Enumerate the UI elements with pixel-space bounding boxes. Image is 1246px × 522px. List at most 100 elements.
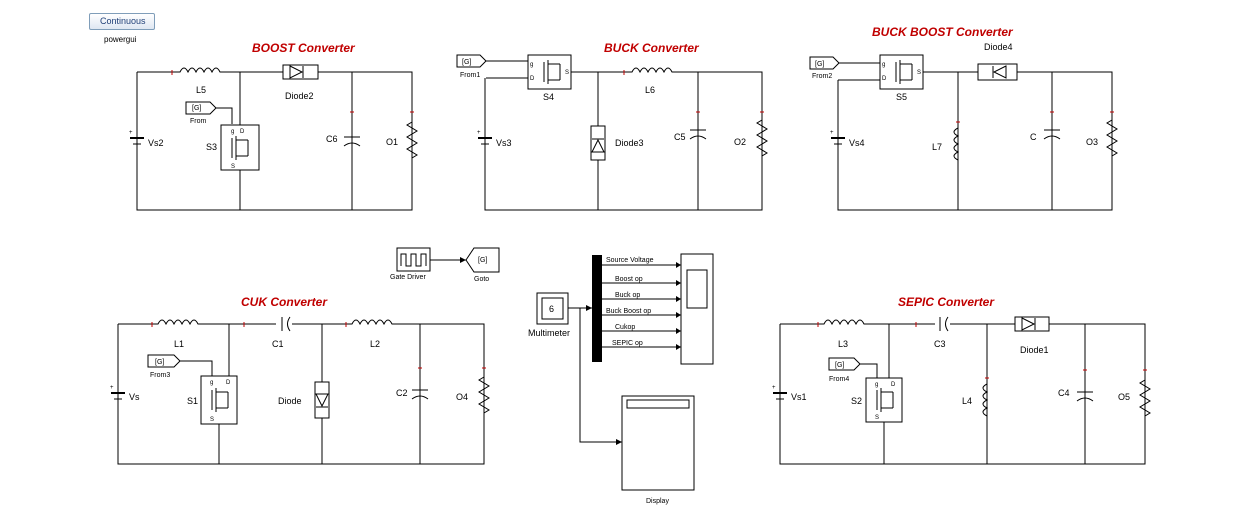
boost-capacitor-c6[interactable]: C6 <box>326 111 361 147</box>
buckboost-switch-s5[interactable]: g D S S5 <box>879 54 924 102</box>
svg-text:g: g <box>530 62 533 68</box>
multimeter-label: Multimeter <box>528 328 570 338</box>
display-block[interactable]: Display <box>579 308 695 505</box>
boost-inductor-label: L5 <box>196 85 206 95</box>
sepic-load-label: O5 <box>1118 392 1130 402</box>
buck-diode-label: Diode3 <box>615 138 644 148</box>
buckboost-source-vs4[interactable]: + Vs4 <box>830 130 865 148</box>
buckboost-load-o3[interactable]: O3 <box>1086 111 1118 157</box>
bus-selector[interactable] <box>592 255 602 362</box>
cuk-source-vs[interactable]: + Vs <box>110 385 140 402</box>
cuk-capacitor-c2[interactable]: C2 <box>396 367 429 400</box>
boost-inductor-l5[interactable]: L5 <box>171 67 228 95</box>
powergui-button[interactable]: Continuous <box>89 13 155 30</box>
display-label: Display <box>646 498 669 505</box>
svg-text:+: + <box>477 130 481 136</box>
cuk-capacitor-c1[interactable]: C1 <box>243 316 291 349</box>
svg-text:S: S <box>917 70 921 76</box>
svg-text:[G]: [G] <box>155 359 164 366</box>
svg-text:S: S <box>231 164 235 170</box>
buck-diode3[interactable]: Diode3 <box>590 125 644 161</box>
cuk-from-tag[interactable]: [G] From3 <box>147 354 213 379</box>
buck-switch-s4[interactable]: g D S S4 <box>527 54 572 102</box>
svg-text:S: S <box>565 70 569 76</box>
svg-text:g: g <box>210 380 213 386</box>
buck-capacitor-c5[interactable]: C5 <box>674 111 707 142</box>
sepic-converter: SEPIC Converter + Vs1 L3 C3 Diode1 <box>772 295 1151 465</box>
buck-converter: BUCK Converter g D S S4 [G] From1 + Vs3 <box>456 41 768 211</box>
boost-diode2[interactable]: Diode2 <box>282 64 319 101</box>
sepic-load-o5[interactable]: O5 <box>1118 369 1151 417</box>
scope-block[interactable] <box>680 253 714 365</box>
signal-lines: Source Voltage Boost op Buck op Buck Boo… <box>602 257 681 350</box>
boost-converter: BOOST Converter + Vs2 L5 Diode2 <box>129 41 418 211</box>
svg-text:[G]: [G] <box>835 362 844 369</box>
cuk-load-o4[interactable]: O4 <box>456 367 490 414</box>
boost-diode-label: Diode2 <box>285 91 314 101</box>
signal-label: Boost op <box>615 276 643 283</box>
gate-driver-block[interactable]: Gate Driver <box>390 247 466 281</box>
powergui-label: powergui <box>104 35 137 44</box>
sepic-inductor-l3[interactable]: L3 <box>817 319 872 349</box>
buckboost-capacitor-label: C <box>1030 132 1037 142</box>
boost-switch-label: S3 <box>206 142 217 152</box>
buckboost-inductor-l7[interactable]: L7 <box>932 121 960 161</box>
boost-source-vs2[interactable]: + Vs2 <box>129 130 164 148</box>
boost-from-tag[interactable]: [G] From <box>185 101 233 125</box>
multimeter-value: 6 <box>549 304 554 314</box>
cuk-converter: CUK Converter + Vs L1 C1 L2 <box>110 295 490 465</box>
multimeter-block[interactable]: 6 Multimeter <box>528 292 592 338</box>
buckboost-diode4[interactable]: Diode4 <box>977 42 1018 81</box>
signal-label: SEPIC op <box>612 340 643 347</box>
buckboost-source-label: Vs4 <box>849 138 865 148</box>
signal-label: Cukop <box>615 324 635 331</box>
buckboost-from-label: From2 <box>812 73 832 80</box>
sepic-capacitor1-label: C3 <box>934 339 946 349</box>
sepic-inductor1-label: L3 <box>838 339 848 349</box>
sepic-title: SEPIC Converter <box>898 295 995 309</box>
sepic-capacitor-c3[interactable]: C3 <box>915 316 949 349</box>
cuk-switch-s1[interactable]: g D S S1 <box>187 375 238 425</box>
cuk-title: CUK Converter <box>241 295 328 309</box>
boost-load-o1[interactable]: O1 <box>386 111 418 159</box>
sepic-diode1[interactable]: Diode1 <box>1014 316 1050 355</box>
buckboost-capacitor-c[interactable]: C <box>1030 111 1061 142</box>
sepic-from-tag[interactable]: [G] From4 <box>828 357 878 383</box>
boost-switch-s3[interactable]: g D S S3 <box>206 124 260 171</box>
cuk-inductor-l2[interactable]: L2 <box>345 319 400 349</box>
sepic-diode-label: Diode1 <box>1020 345 1049 355</box>
sepic-capacitor-c4[interactable]: C4 <box>1058 369 1094 402</box>
svg-text:S: S <box>210 417 214 423</box>
sepic-source-label: Vs1 <box>791 392 807 402</box>
sepic-switch-s2[interactable]: g D S S2 <box>851 377 903 423</box>
buck-source-vs3[interactable]: + Vs3 <box>477 130 512 148</box>
buckboost-load-label: O3 <box>1086 137 1098 147</box>
buck-from-tag[interactable]: [G] From1 <box>456 54 528 79</box>
buckboost-from-tag[interactable]: [G] From2 <box>809 56 880 80</box>
svg-text:[G]: [G] <box>192 105 201 112</box>
cuk-inductor-l1[interactable]: L1 <box>151 319 204 349</box>
svg-text:+: + <box>830 130 834 136</box>
cuk-load-label: O4 <box>456 392 468 402</box>
buck-load-label: O2 <box>734 137 746 147</box>
buck-inductor-l6[interactable]: L6 <box>623 67 684 95</box>
svg-text:g: g <box>882 62 885 68</box>
svg-text:S: S <box>875 415 879 421</box>
svg-text:[G]: [G] <box>462 59 471 66</box>
goto-block[interactable]: [G] Goto <box>465 247 500 283</box>
sepic-inductor-l4[interactable]: L4 <box>962 377 989 417</box>
svg-text:g: g <box>231 129 234 135</box>
boost-title: BOOST Converter <box>252 41 356 55</box>
buck-title: BUCK Converter <box>604 41 700 55</box>
buckboost-inductor-label: L7 <box>932 142 942 152</box>
svg-text:D: D <box>240 129 245 135</box>
buck-inductor-label: L6 <box>645 85 655 95</box>
buck-load-o2[interactable]: O2 <box>734 111 768 157</box>
svg-text:+: + <box>129 130 133 136</box>
buckboost-converter: BUCK BOOST Converter g D S S5 [G] From2 … <box>809 25 1118 211</box>
buck-capacitor-label: C5 <box>674 132 686 142</box>
buckboost-diode-label: Diode4 <box>984 42 1013 52</box>
cuk-diode[interactable]: Diode <box>278 381 330 419</box>
sepic-source-vs1[interactable]: + Vs1 <box>772 385 807 402</box>
buck-switch-label: S4 <box>543 92 554 102</box>
